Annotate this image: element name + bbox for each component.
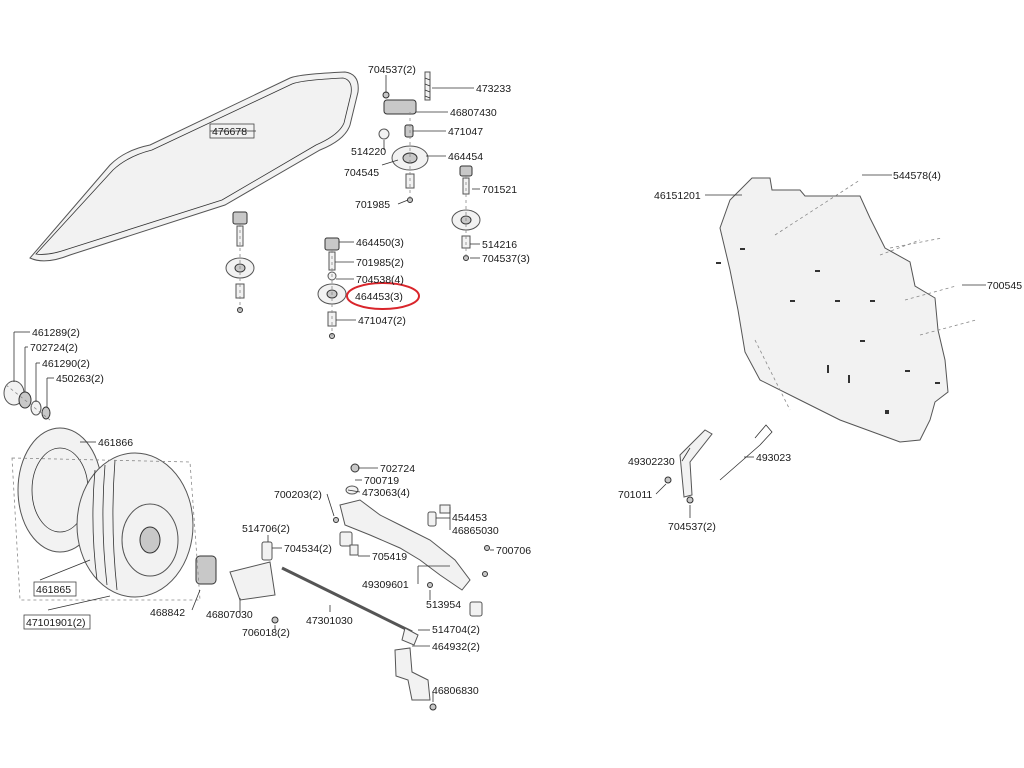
label-461866: 461866 — [98, 437, 133, 449]
label-464454: 464454 — [448, 151, 483, 163]
label-46807430: 46807430 — [450, 107, 497, 119]
label-49309601: 49309601 — [362, 579, 409, 591]
label-46806830: 46806830 — [432, 685, 479, 697]
box-461865 — [33, 581, 77, 597]
label-514704-2: 514704(2) — [432, 624, 480, 636]
label-704537-2-bottom: 704537(2) — [668, 521, 716, 533]
label-704537-2-top: 704537(2) — [368, 64, 416, 76]
label-701521: 701521 — [482, 184, 517, 196]
label-514706-2: 514706(2) — [242, 523, 290, 535]
box-476678 — [209, 123, 255, 139]
label-464932-2: 464932(2) — [432, 641, 480, 653]
label-704545: 704545 — [344, 167, 379, 179]
label-701985-2: 701985(2) — [356, 257, 404, 269]
highlight-ring — [346, 282, 420, 310]
label-473233: 473233 — [476, 83, 511, 95]
label-704538-4: 704538(4) — [356, 274, 404, 286]
idler-assembly-top — [378, 71, 481, 261]
belt-476678 — [29, 71, 359, 262]
label-700203-2: 700203(2) — [274, 489, 322, 501]
label-46807030: 46807030 — [206, 609, 253, 621]
label-704537-3: 704537(3) — [482, 253, 530, 265]
bracket-rod-assembly — [664, 424, 773, 504]
mounting-plate — [716, 177, 977, 443]
label-493023: 493023 — [756, 452, 791, 464]
label-701985: 701985 — [355, 199, 390, 211]
label-700545: 700545 — [987, 280, 1022, 292]
label-464453-3: 464453(3) — [355, 291, 403, 303]
box-47101901 — [23, 614, 91, 630]
label-702724-2: 702724(2) — [30, 342, 78, 354]
label-461289-2: 461289(2) — [32, 327, 80, 339]
label-461865: 461865 — [36, 584, 71, 596]
steering-linkage — [281, 463, 490, 711]
label-450263-2: 450263(2) — [56, 373, 104, 385]
label-701011: 701011 — [618, 489, 652, 501]
label-700719: 700719 — [364, 475, 399, 487]
wheel-assembly — [3, 380, 279, 624]
label-468842: 468842 — [150, 607, 185, 619]
label-461290-2: 461290(2) — [42, 358, 90, 370]
label-454453: 454453 — [452, 512, 487, 524]
label-704534-2: 704534(2) — [284, 543, 332, 555]
label-700706: 700706 — [496, 545, 531, 557]
label-473063-4: 473063(4) — [362, 487, 410, 499]
label-476678: 476678 — [212, 126, 247, 138]
label-514220: 514220 — [351, 146, 386, 158]
pulley-stack-left — [225, 211, 255, 313]
label-702724: 702724 — [380, 463, 415, 475]
label-513954: 513954 — [426, 599, 461, 611]
part-labels: 704537(2) 473233 46807430 471047 514220 … — [26, 64, 1022, 697]
pulley-stack-middle — [317, 237, 347, 339]
label-47101901-2: 47101901(2) — [26, 617, 86, 629]
label-46865030: 46865030 — [452, 525, 499, 537]
label-46151201: 46151201 — [654, 190, 701, 202]
label-544578-4: 544578(4) — [893, 170, 941, 182]
label-471047: 471047 — [448, 126, 483, 138]
label-464450-3: 464450(3) — [356, 237, 404, 249]
leader-lines — [13, 75, 986, 702]
label-47301030: 47301030 — [306, 615, 353, 627]
label-49302230: 49302230 — [628, 456, 675, 468]
label-514216: 514216 — [482, 239, 517, 251]
label-471047-2: 471047(2) — [358, 315, 406, 327]
label-705419: 705419 — [372, 551, 407, 563]
label-706018-2: 706018(2) — [242, 627, 290, 639]
